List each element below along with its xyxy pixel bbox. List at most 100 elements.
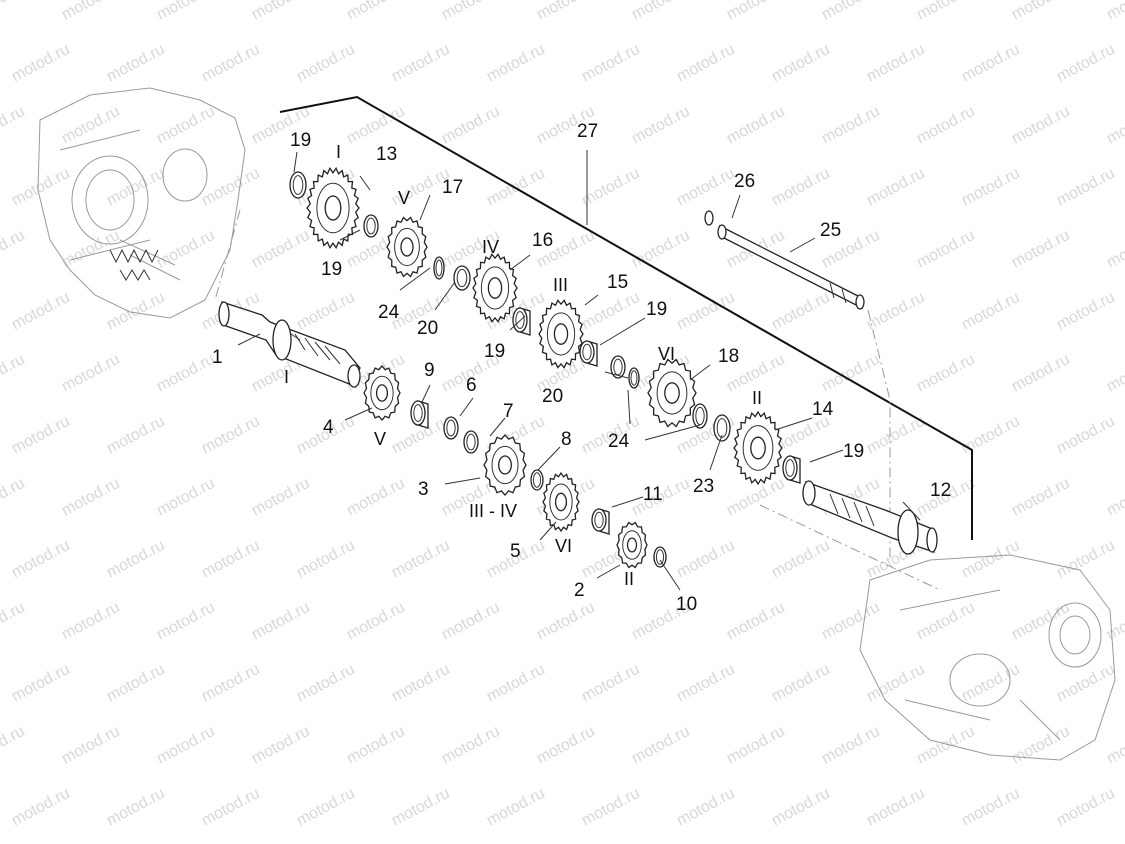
callout-15: 15 — [607, 272, 628, 293]
callout-10: 10 — [676, 594, 697, 615]
watermark-text: motod.ru — [154, 351, 218, 396]
callout-12: 12 — [930, 480, 951, 501]
watermark-text: motod.ru — [864, 661, 928, 706]
callout-13: 13 — [376, 144, 397, 165]
watermark-text: motod.ru — [154, 723, 218, 768]
circlip-24-lower-bore — [695, 406, 705, 426]
bushing-9-bore — [413, 404, 423, 422]
watermark-text: motod.ru — [249, 227, 313, 272]
watermark-text: motod.ru — [959, 661, 1023, 706]
watermark-text: motod.ru — [344, 0, 408, 24]
watermark-text: motod.ru — [294, 785, 358, 830]
watermark-text: motod.ru — [104, 41, 168, 86]
watermark-text: motod.ru — [389, 661, 453, 706]
watermark-text: motod.ru — [819, 0, 883, 24]
watermark-text: motod.ru — [104, 165, 168, 210]
right-crankcase-half — [859, 554, 1116, 761]
watermark-text: motod.ru — [1104, 351, 1125, 396]
gear-16-fourth-web — [480, 266, 510, 310]
watermark-text: motod.ru — [344, 475, 408, 520]
watermark-text: motod.ru — [9, 537, 73, 582]
gear-label-I-top: I — [336, 142, 341, 162]
input-shaft — [218, 301, 361, 388]
watermark-text: motod.ru — [864, 785, 928, 830]
watermark-text: motod.ru — [629, 0, 693, 24]
gear-label-IV: IV — [482, 237, 499, 257]
callout-19-c: 19 — [843, 441, 864, 462]
watermark-text: motod.ru — [579, 41, 643, 86]
watermark-text: motod.ru — [389, 785, 453, 830]
watermark-text: motod.ru — [629, 723, 693, 768]
gear-14-second-hub — [750, 436, 766, 460]
watermark-text: motod.ru — [59, 351, 123, 396]
watermark-text: motod.ru — [1054, 661, 1118, 706]
callout-16: 16 — [532, 230, 553, 251]
watermark-text: motod.ru — [199, 165, 263, 210]
watermark-text: motod.ru — [769, 661, 833, 706]
watermark-text: motod.ru — [0, 723, 28, 768]
callout-14: 14 — [812, 399, 834, 420]
watermark-text: motod.ru — [959, 289, 1023, 334]
watermark-text: motod.ru — [1104, 227, 1125, 272]
watermark-text: motod.ru — [724, 599, 788, 644]
watermark-text: motod.ru — [0, 227, 28, 272]
watermark-text: motod.ru — [294, 289, 358, 334]
watermark-text: motod.ru — [154, 599, 218, 644]
watermark-text: motod.ru — [294, 537, 358, 582]
watermark-text: motod.ru — [439, 599, 503, 644]
washer-8-bore — [532, 472, 542, 488]
callout-23: 23 — [693, 476, 714, 497]
bushing-9 — [410, 400, 426, 426]
callout-9: 9 — [424, 360, 435, 381]
watermark-text: motod.ru — [579, 165, 643, 210]
watermark-text: motod.ru — [914, 103, 978, 148]
gear-18-sixth-hub — [664, 382, 680, 404]
watermark-text: motod.ru — [484, 785, 548, 830]
watermark-text: motod.ru — [819, 599, 883, 644]
gear-13-first-web — [316, 182, 350, 234]
watermark-text: motod.ru — [439, 723, 503, 768]
watermark-text: motod.ru — [104, 785, 168, 830]
watermark-text: motod.ru — [724, 0, 788, 24]
gear-label-II-bottom: II — [624, 569, 634, 589]
watermark-text: motod.ru — [154, 0, 218, 24]
watermark-text: motod.ru — [674, 289, 738, 334]
callout-7: 7 — [503, 401, 514, 422]
watermark-text: motod.ru — [534, 723, 598, 768]
gear-14-second-web — [742, 425, 774, 471]
gear-5-sixth-web — [549, 483, 573, 521]
circlip-24-mid-bore — [630, 370, 638, 386]
watermark-text: motod.ru — [1009, 0, 1073, 24]
callout-27: 27 — [577, 121, 598, 142]
callout-19-a: 19 — [646, 299, 667, 320]
watermark-text: motod.ru — [674, 41, 738, 86]
watermark-text: motod.ru — [769, 289, 833, 334]
callout-11: 11 — [643, 484, 663, 505]
watermark-text: motod.ru — [724, 475, 788, 520]
watermark-text: motod.ru — [579, 785, 643, 830]
callout-24-top: 24 — [378, 302, 400, 323]
watermark-text: motod.ru — [199, 41, 263, 86]
watermark-text: motod.ru — [59, 0, 123, 24]
watermark-text: motod.ru — [914, 0, 978, 24]
watermark-text: motod.ru — [579, 289, 643, 334]
watermark-text: motod.ru — [389, 41, 453, 86]
watermark-text: motod.ru — [344, 723, 408, 768]
gear-17-fifth-web — [394, 227, 420, 267]
ring-21-bore — [366, 217, 376, 235]
watermark-text: motod.ru — [1054, 289, 1118, 334]
watermark-text: motod.ru — [59, 723, 123, 768]
watermark-text: motod.ru — [0, 103, 28, 148]
watermark-text: motod.ru — [1054, 165, 1118, 210]
watermark-text: motod.ru — [154, 227, 218, 272]
washer-6-bore — [446, 419, 456, 437]
watermark-text: motod.ru — [1104, 475, 1125, 520]
watermark-text: motod.ru — [1009, 723, 1073, 768]
bushing-11-bore — [594, 511, 604, 529]
watermark-text: motod.ru — [484, 661, 548, 706]
callout-18: 18 — [718, 346, 739, 367]
watermark-text: motod.ru — [249, 0, 313, 24]
gear-16-fourth-hub — [487, 277, 503, 299]
watermark-text: motod.ru — [104, 537, 168, 582]
